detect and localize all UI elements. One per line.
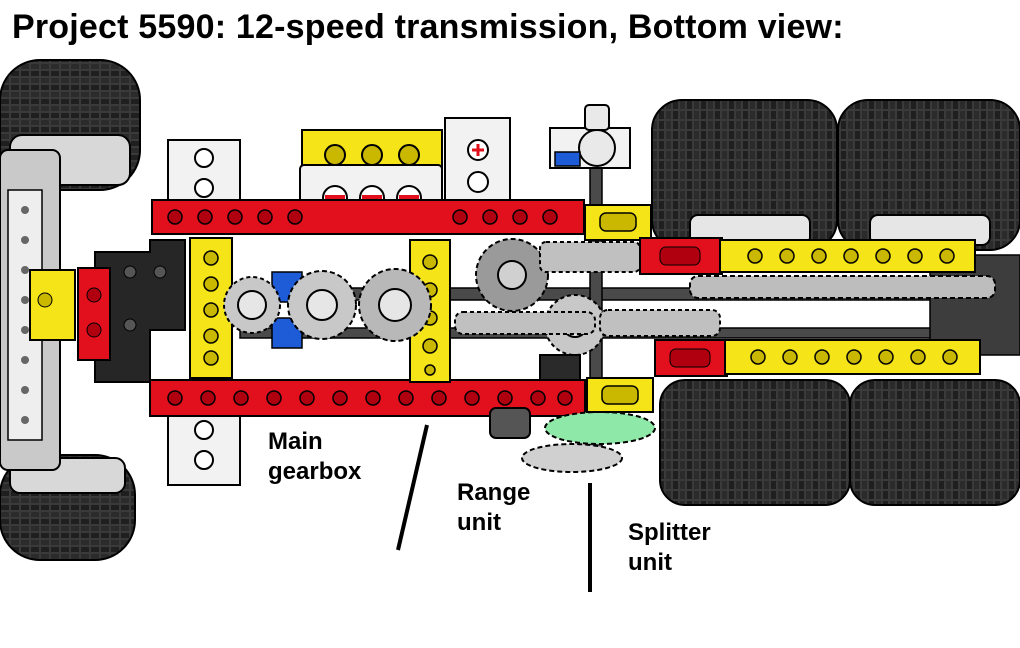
- range-unit-label-line2: unit: [457, 509, 501, 536]
- yellow-connector-bottom: [586, 377, 654, 413]
- white-plate-left-bottom: [167, 409, 241, 486]
- main-gearbox-label: Main gearbox: [268, 427, 361, 487]
- red-beam-top: [151, 199, 585, 235]
- white-brick-axle: [444, 117, 511, 209]
- rear-wheels-top: [651, 99, 1020, 251]
- rear-wheels-bottom: [659, 379, 1020, 506]
- gears: [223, 238, 996, 439]
- right-beam-bottom: [654, 339, 981, 377]
- page-title: Project 5590: 12-speed transmission, Bot…: [12, 8, 844, 46]
- yellow-connector-top: [584, 204, 652, 241]
- range-unit-label: Range unit: [457, 478, 530, 538]
- cross-joint: [549, 104, 631, 169]
- range-unit-label-line1: Range: [457, 479, 531, 506]
- white-plate-left-top: [167, 139, 241, 211]
- front-axle: [0, 149, 76, 471]
- main-gearbox-label-line2: gearbox: [268, 458, 362, 485]
- black-frame: [77, 239, 186, 383]
- red-beam-bottom: [149, 379, 586, 417]
- splitter-unit-label-line2: unit: [628, 549, 672, 576]
- right-beam-top: [639, 237, 976, 275]
- main-gearbox-pointer: [396, 424, 429, 551]
- main-gearbox-label-line1: Main: [268, 428, 323, 455]
- green-gear: [544, 411, 656, 445]
- splitter-unit-label: Splitter unit: [628, 518, 711, 578]
- splitter-unit-label-line1: Splitter: [628, 519, 711, 546]
- grey-gear-bottom: [521, 443, 623, 473]
